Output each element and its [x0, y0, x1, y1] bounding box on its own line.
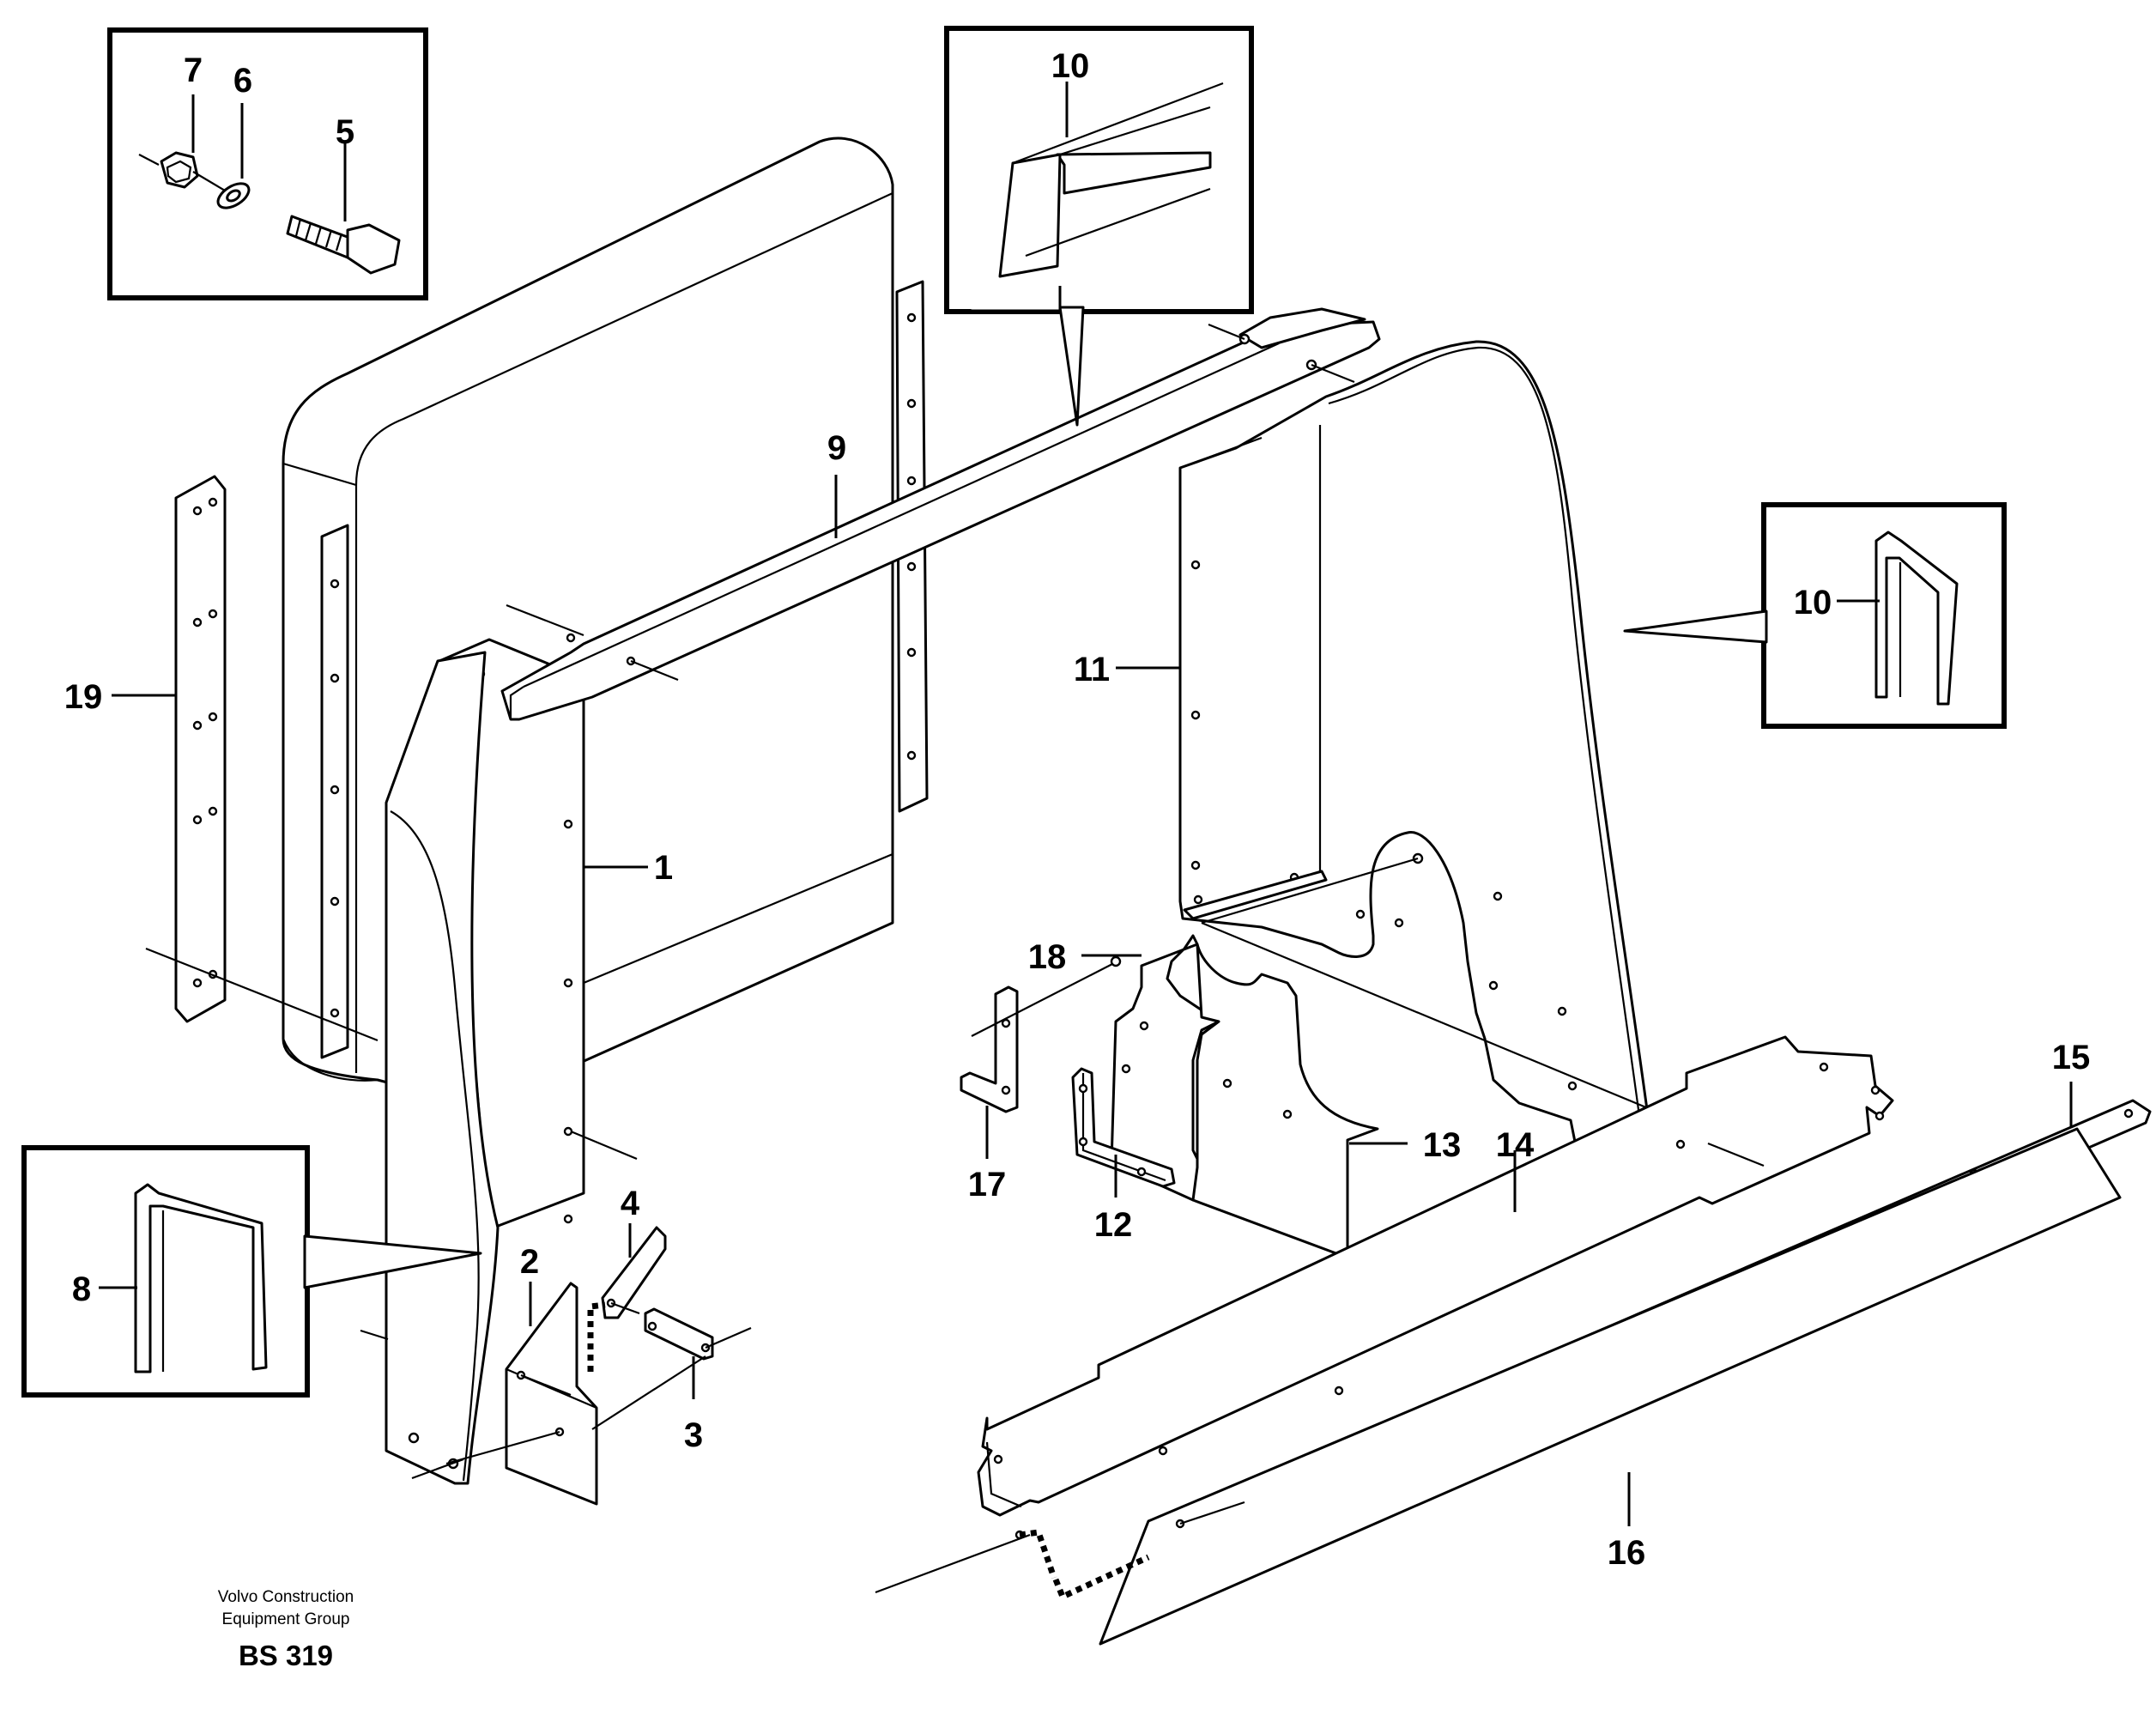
part-9-bar: [500, 307, 1381, 721]
callout-4: 4: [621, 1185, 640, 1222]
part-8-side-panel: [360, 651, 500, 1485]
callout-15: 15: [2052, 1039, 2091, 1076]
callout-9: 9: [827, 429, 846, 467]
footer-company-line1: Volvo Construction: [218, 1588, 354, 1606]
inset-part-10-top: [944, 26, 1254, 314]
callout-19: 19: [64, 678, 103, 716]
part-3-bracket: [591, 1307, 752, 1430]
part-4-bracket: [587, 1226, 667, 1372]
part-11-rear-panel: [1178, 340, 1709, 1165]
radiator-side-strip-left: [320, 524, 349, 1059]
callout-6: 6: [233, 62, 252, 100]
part-12-bracket: [1071, 1067, 1176, 1188]
footer-company-line2: Equipment Group: [222, 1610, 350, 1628]
callout-14: 14: [1496, 1126, 1535, 1164]
inset-8-pointer: [303, 1234, 482, 1289]
callout-3: 3: [684, 1416, 703, 1454]
callout-11: 11: [1074, 651, 1110, 688]
inset-fasteners: [107, 27, 428, 300]
leader-lines: [99, 82, 2073, 1526]
callout-8: 8: [72, 1270, 91, 1308]
inset-part-8: [21, 1145, 310, 1398]
callout-17: 17: [968, 1166, 1007, 1204]
callout-10-top: 10: [1051, 47, 1090, 85]
footer-diagram-code: BS 319: [239, 1640, 333, 1671]
callout-5: 5: [336, 113, 354, 151]
inset-10-right-pointer: [1623, 609, 1768, 644]
callout-18: 18: [1028, 938, 1067, 976]
part-2-bracket: [445, 1282, 598, 1506]
callout-13: 13: [1423, 1126, 1462, 1164]
inset-part-10-right: [1761, 502, 2007, 729]
callout-7: 7: [184, 52, 203, 89]
part-19-strip: [145, 475, 379, 1042]
callout-12: 12: [1094, 1206, 1133, 1244]
callout-2: 2: [520, 1243, 539, 1281]
part-14-lower-panel: [875, 1035, 1894, 1594]
callout-16: 16: [1608, 1534, 1646, 1572]
callout-1: 1: [654, 849, 673, 887]
part-17-bracket: [960, 955, 1122, 1113]
callout-10-right: 10: [1794, 584, 1832, 621]
inset-10-top-pointer: [1058, 306, 1085, 427]
part-16-plate: [1052, 1127, 2122, 1646]
part-13-plate: [1110, 934, 1379, 1259]
